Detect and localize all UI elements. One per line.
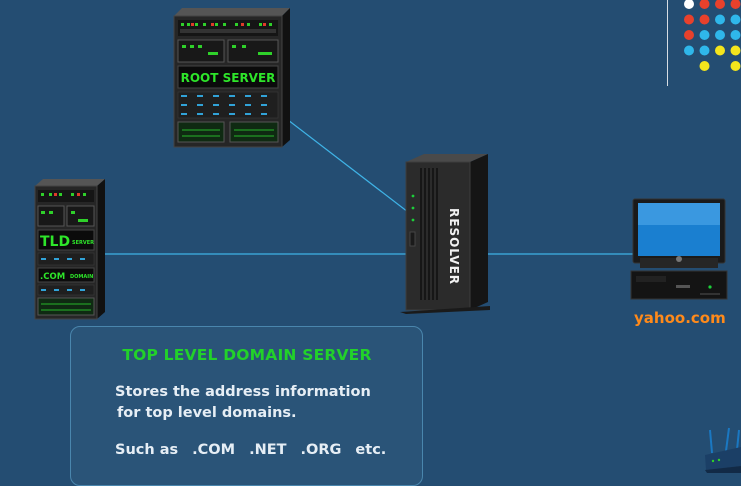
dns-diagram-canvas: ROOT SERVER [34,0,741,473]
info-description-line2: for top level domains. [117,405,297,421]
decorative-dot-grid [684,0,741,71]
info-description-line1: Stores the address information [115,384,371,400]
decorative-dot [699,61,710,71]
resolver-label: RESOLVER [447,208,461,285]
decorative-dot [715,0,725,9]
tld-com-label: .COM [40,272,65,282]
decorative-dot [684,0,694,9]
connector-lines [104,119,636,255]
decorative-dot [730,0,741,9]
info-title: TOP LEVEL DOMAIN SERVER [122,346,372,364]
client-domain-label: yahoo.com [634,309,726,327]
decorative-dot [684,30,694,40]
decorative-dot [699,0,710,9]
decorative-dot [730,45,741,56]
decorative-dot [730,30,741,40]
example-etc: etc. [355,442,387,458]
info-box: TOP LEVEL DOMAIN SERVER Stores the addre… [70,326,423,486]
example-net: .NET [249,442,287,458]
info-examples: Such as .COM .NET .ORG etc. [115,442,400,458]
decorative-dot [730,61,741,71]
decorative-dot [699,45,710,56]
decorative-divider [667,0,668,86]
tld-label: TLD [40,234,70,250]
router-icon [705,427,741,473]
client-computer[interactable] [630,198,728,300]
decorative-dot [699,14,710,25]
tld-com-sublabel: DOMAIN [70,274,93,280]
resolver-server[interactable]: RESOLVER [400,154,490,314]
decorative-dot [684,14,694,25]
root-server-label: ROOT SERVER [181,71,276,85]
tld-sublabel: SERVER [72,240,94,246]
connector-root-resolver [287,119,409,213]
decorative-dot [699,30,710,40]
decorative-dot [715,14,725,25]
tld-server-rack[interactable]: TLD SERVER .COM DOMAIN [34,179,105,320]
decorative-dot [715,30,725,40]
decorative-dot [730,14,741,25]
example-com: .COM [192,442,236,458]
examples-prefix: Such as [115,442,179,458]
decorative-dot [684,45,694,56]
decorative-dot [715,45,725,56]
example-org: .ORG [300,442,342,458]
root-server-rack[interactable]: ROOT SERVER [173,8,290,148]
